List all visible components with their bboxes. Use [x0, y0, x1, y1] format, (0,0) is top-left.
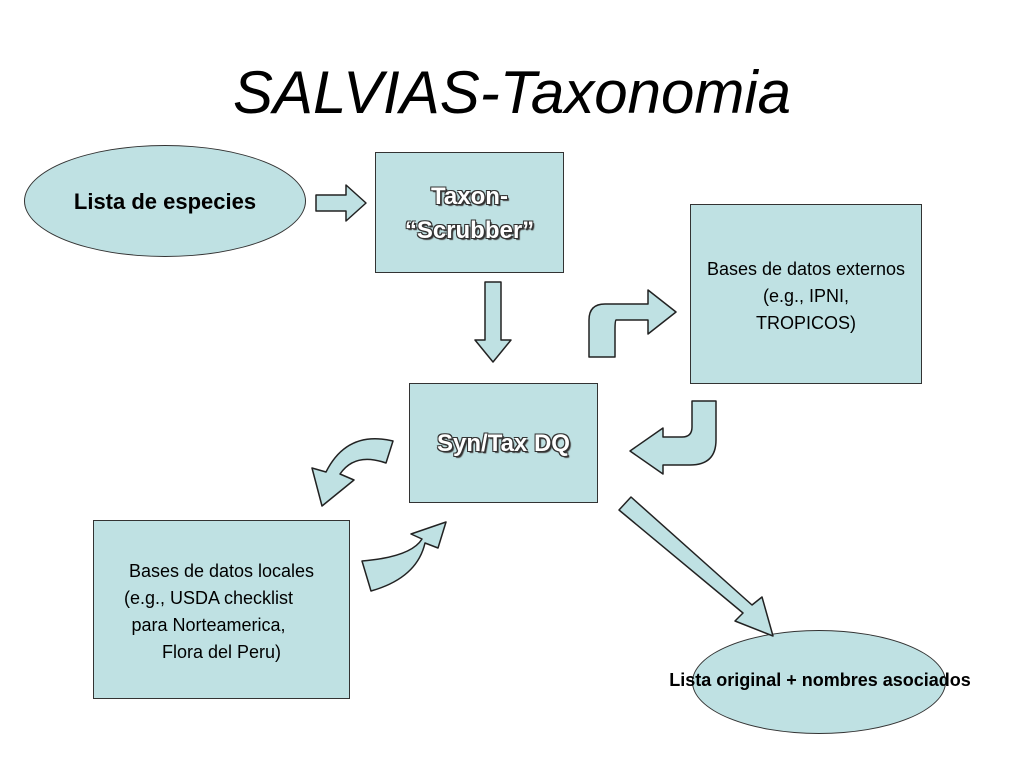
taxon-scrubber-label-line2: “Scrubber”: [404, 217, 535, 244]
arrow-syntax-to-resultado: [618, 496, 774, 637]
syntax-dq-node: [409, 383, 598, 503]
locales-label-line2: (e.g., USDA checklist: [123, 588, 294, 608]
externos-label-line2: (e.g., IPNI,: [762, 286, 850, 306]
resultado-label: Lista original + nombres asociados: [669, 670, 971, 690]
syntax-dq-label: Syn/Tax DQ: [437, 430, 570, 457]
lista-especies-node: [24, 145, 306, 257]
externos-label-line3: TROPICOS): [755, 313, 856, 333]
lista-especies-label: Lista de especies: [73, 189, 257, 214]
externos-label-line1: Bases de datos externos: [706, 259, 906, 279]
locales-node: [93, 520, 350, 699]
taxon-scrubber-node: [375, 152, 564, 273]
locales-label-line3: para Norteamerica,: [131, 615, 286, 635]
arrow-taxon-to-syntax: [474, 281, 512, 363]
taxon-scrubber-label-line1: Taxon-: [431, 183, 508, 210]
slide-title: SALVIAS-Taxonomia: [232, 59, 792, 126]
resultado-node: [692, 630, 946, 734]
arrow-lista-to-taxon: [315, 184, 367, 222]
arrow-syntax-to-externos: [588, 289, 677, 358]
locales-label-line1: Bases de datos locales: [128, 561, 315, 581]
arrow-locales-to-syntax: [361, 521, 447, 592]
locales-label-line4: Flora del Peru): [161, 642, 282, 662]
arrow-externos-to-syntax: [629, 400, 717, 475]
externos-node: [690, 204, 922, 384]
arrow-syntax-to-locales: [311, 437, 394, 507]
